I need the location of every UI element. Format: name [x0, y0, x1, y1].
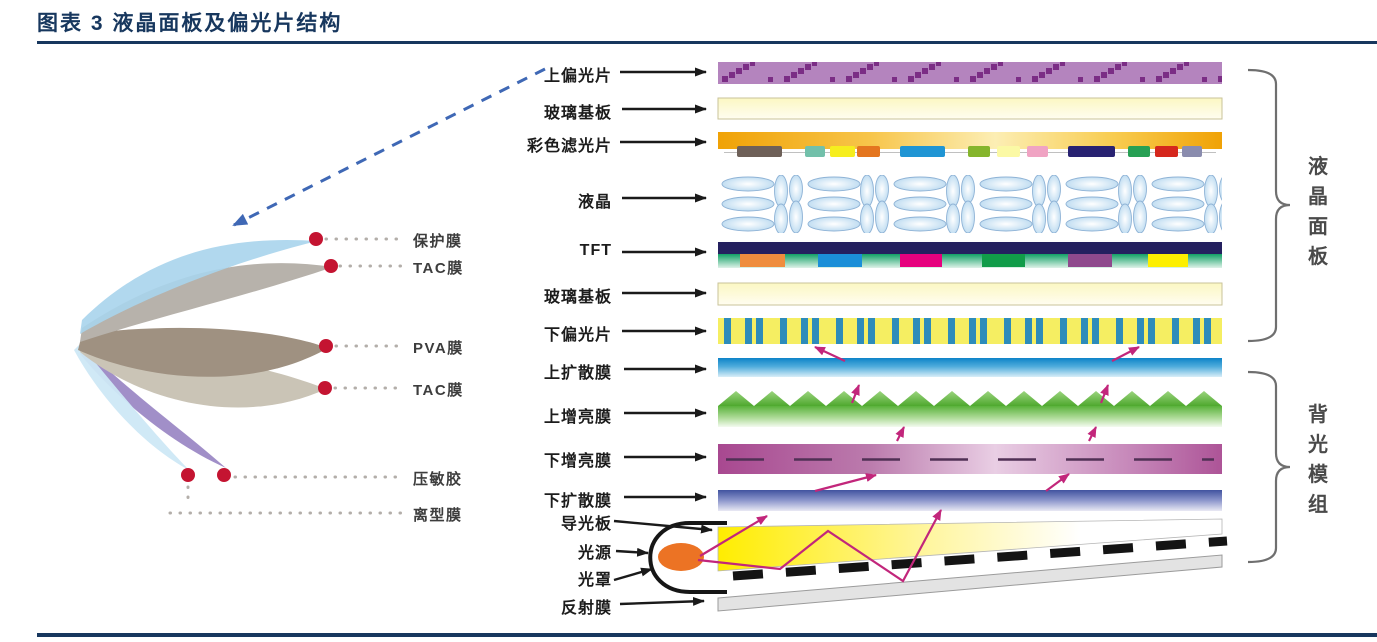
- label-color-filter: 彩色滤光片: [526, 138, 612, 155]
- layer-glass-bottom: [717, 282, 1223, 306]
- layer-glass-top: [717, 97, 1223, 120]
- label-lower-polarizer: 下偏光片: [543, 327, 612, 344]
- layer-color-filter: [718, 132, 1222, 149]
- fan-label-pva: PVA膜: [413, 340, 464, 357]
- label-upper-prism: 上增亮膜: [543, 409, 612, 426]
- fan-label-tac-lower: TAC膜: [413, 382, 464, 399]
- fan-anchor-dots: [181, 232, 338, 482]
- title-underline: [37, 41, 1377, 44]
- label-lower-prism: 下增亮膜: [543, 453, 612, 470]
- figure-title: 图表 3 液晶面板及偏光片结构: [37, 12, 343, 35]
- bottom-rule: [37, 633, 1377, 637]
- layer-prism-teeth: [718, 391, 1222, 406]
- fan-sheet-pva: [78, 327, 328, 377]
- label-reflector: 反射膜: [560, 600, 612, 617]
- layer-lower-polarizer: [718, 318, 1222, 344]
- layer-liquid-crystal: [718, 175, 1222, 233]
- layer-tft-navy: [718, 242, 1222, 254]
- label-glass-top: 玻璃基板: [543, 105, 612, 122]
- group-braces: [1247, 68, 1291, 564]
- fan-label-tac-upper: TAC膜: [413, 260, 464, 277]
- fan-label-protective-film: 保护膜: [413, 233, 463, 250]
- label-lamp-cover: 光罩: [577, 572, 612, 589]
- label-tft: TFT: [579, 242, 612, 259]
- layer-lower-diffuser: [718, 490, 1222, 511]
- tft-chips: [740, 254, 1188, 267]
- fan-label-psa: 压敏胶: [413, 471, 463, 488]
- layer-stack: [648, 62, 1228, 612]
- layer-upper-prism-bar: [718, 406, 1222, 427]
- layer-light-guide: [717, 518, 1223, 572]
- group-label-lcd-panel: 液晶面板: [1308, 156, 1328, 268]
- layer-tft-green: [718, 254, 1222, 268]
- layer-upper-polarizer: [718, 62, 1222, 84]
- layer-upper-diffuser: [718, 358, 1222, 377]
- label-lamp: 光源: [577, 545, 612, 562]
- light-ray-arrows: [697, 346, 1140, 583]
- label-liquid-crystal: 液晶: [577, 194, 612, 211]
- layer-arrows: [613, 67, 713, 606]
- label-glass-bottom: 玻璃基板: [543, 289, 612, 306]
- fan-sheet-tac-upper: [80, 263, 333, 342]
- color-filter-chips: [737, 146, 1202, 157]
- fan-sheet-psa: [74, 344, 189, 470]
- fan-sheet-protective: [80, 240, 317, 334]
- fan-sheet-release-film: [80, 348, 226, 468]
- polarizer-fan-illustration: [74, 232, 404, 515]
- brace-backlight: [1247, 370, 1291, 564]
- fan-label-release-film: 离型膜: [413, 507, 463, 524]
- layer-reflector: [717, 554, 1223, 612]
- lamp-icon: [658, 543, 704, 571]
- lamp-cover-curve: [648, 521, 727, 594]
- dashed-pointer-arrow: [232, 67, 546, 227]
- label-upper-diffuser: 上扩散膜: [543, 365, 612, 382]
- light-guide-dot-pattern: [732, 536, 1228, 581]
- label-lower-diffuser: 下扩散膜: [543, 493, 612, 510]
- fan-leader-dots: [168, 237, 404, 515]
- brace-lcd-panel: [1247, 68, 1291, 343]
- label-upper-polarizer: 上偏光片: [543, 68, 612, 85]
- label-light-guide: 导光板: [560, 516, 612, 533]
- group-label-backlight: 背光模组: [1308, 404, 1328, 516]
